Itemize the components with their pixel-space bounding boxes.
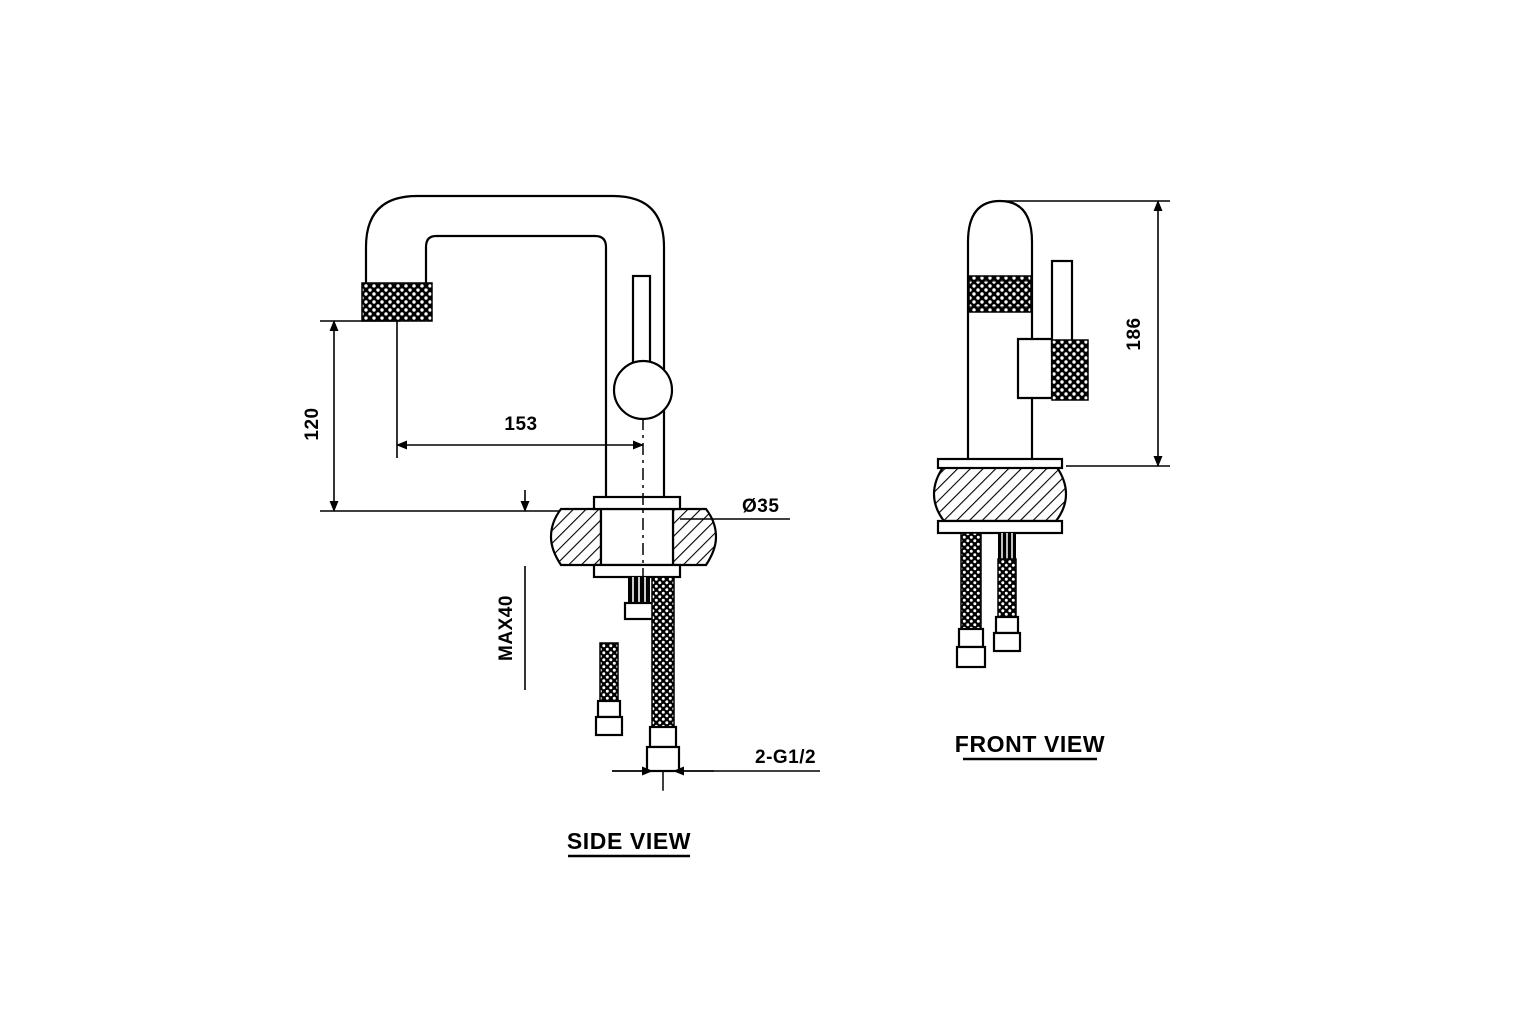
- supply-hose-hot: [645, 576, 681, 791]
- supply-hose-cold-front: [992, 533, 1022, 653]
- dimension-label-2g12: 2-G1/2: [755, 747, 816, 768]
- dimension-supply-thread: 2-G1/2: [612, 747, 820, 776]
- aerator-icon-front: [968, 275, 1032, 313]
- front-view-title-text: FRONT VIEW: [955, 731, 1105, 757]
- escutcheon-front: [932, 457, 1068, 535]
- side-view-title-text: SIDE VIEW: [567, 828, 691, 854]
- aerator-icon: [361, 282, 433, 322]
- dimension-spout-reach: 153: [396, 321, 644, 458]
- dimension-deck-thickness: MAX40: [496, 490, 530, 690]
- dimension-label-max40: MAX40: [496, 595, 517, 661]
- dimension-spout-height: 120: [302, 320, 560, 512]
- spout-body-front: [966, 199, 1034, 468]
- dimension-mounting-hole: Ø35: [680, 496, 790, 520]
- dimension-label-153: 153: [504, 414, 537, 435]
- dimension-label-120: 120: [302, 407, 323, 440]
- shank: [623, 577, 655, 621]
- side-view-group: 120 153 MAX40 Ø35 2-G1/2 SIDE VIEW: [302, 194, 820, 858]
- supply-hose-cold: [594, 642, 624, 737]
- front-view-group: 186 FRONT VIEW: [932, 199, 1170, 761]
- supply-hose-hot-front: [955, 532, 987, 669]
- handle-grip-front: [1051, 339, 1089, 401]
- dimension-label-186: 186: [1124, 317, 1145, 350]
- handle-pivot: [612, 359, 674, 421]
- side-view-title: SIDE VIEW: [567, 828, 691, 858]
- escutcheon: [549, 495, 718, 579]
- front-view-title: FRONT VIEW: [955, 731, 1105, 761]
- spout-body: [364, 194, 666, 502]
- dimension-label-diameter35: Ø35: [742, 496, 779, 517]
- dimension-overall-height: 186: [1000, 200, 1170, 467]
